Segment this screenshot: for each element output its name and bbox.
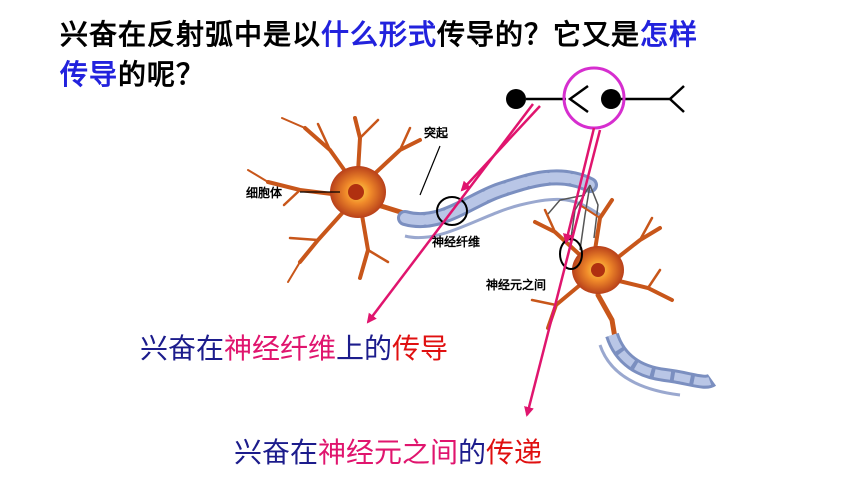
caption-emphasis: 传导 [392,332,449,365]
fiber-circle [436,196,468,226]
question-highlight: 什么形式 [321,18,438,51]
arrows [366,103,602,417]
caption-synaptic-transmission: 兴奋在神经元之间的传递 [234,436,542,470]
arrow-to-synapse [563,127,596,244]
question-highlight: 怎样 [640,18,699,51]
question-line-2: 传导的呢？ [60,58,205,92]
caption-emphasis: 传递 [486,436,543,469]
question-part: 传导的？它又是 [437,18,641,51]
arrow-to-caption-2 [524,129,602,417]
synapse-schematic [506,66,685,130]
caption-highlight: 神经纤维 [224,332,337,365]
question-line-1: 兴奋在反射弧中是以什么形式传导的？它又是怎样 [60,18,698,52]
caption-part: 的 [458,436,487,469]
caption-fiber-conduction: 兴奋在神经纤维上的传导 [140,332,448,366]
between-neurons-label: 神经元之间 [486,278,547,292]
caption-part: 兴奋在 [140,332,225,365]
nerve-fiber [397,169,601,240]
arrow-to-caption-1 [366,103,534,324]
question-part: 兴奋在反射弧中是以 [60,18,322,51]
dendrite-pointer [419,145,441,196]
question-part: 的呢？ [118,58,206,91]
nerve-fiber-label: 神经纤维 [432,235,481,249]
caption-part: 兴奋在 [234,436,319,469]
neuron-2 [530,198,674,341]
question-highlight: 传导 [60,58,119,91]
caption-highlight: 神经元之间 [318,436,459,469]
dendrite-label: 突起 [424,126,449,140]
caption-part: 上的 [336,332,393,365]
axon-2 [598,332,717,397]
cell-body-label: 细胞体 [246,186,283,200]
